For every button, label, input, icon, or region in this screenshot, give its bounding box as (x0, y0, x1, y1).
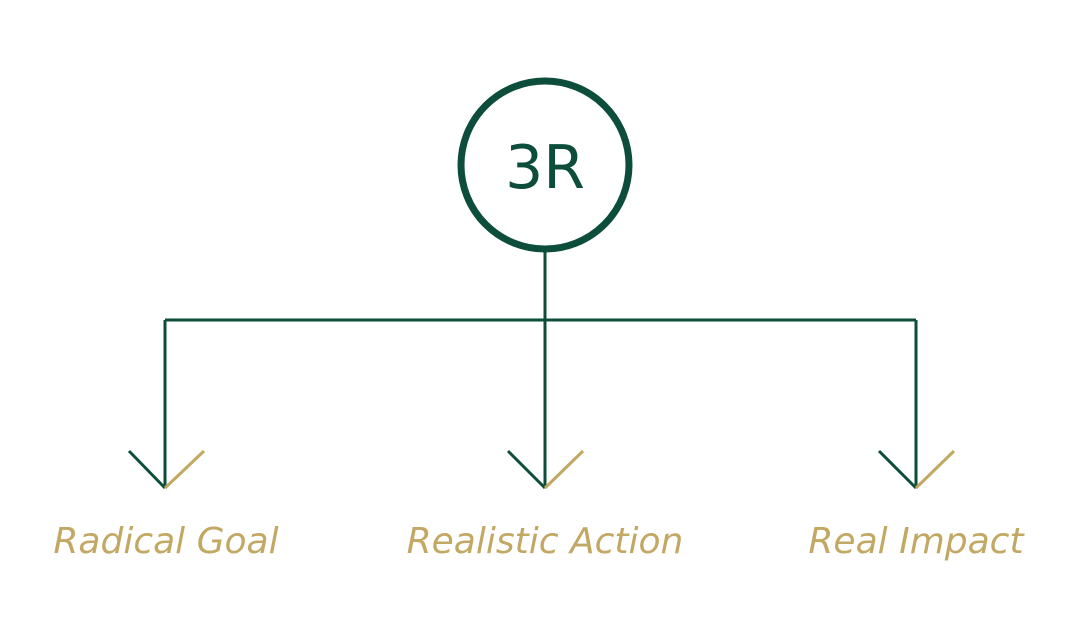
arrow-stroke-accent (914, 449, 956, 490)
arrow-stroke-primary (506, 449, 547, 490)
hub-node: 3R (457, 77, 633, 253)
arrowhead-right (877, 449, 956, 490)
arrowhead-center (506, 449, 585, 490)
arrow-stroke-primary (877, 449, 918, 490)
hub-circle (457, 77, 633, 253)
branch-label-realistic-action: Realistic Action (407, 521, 684, 562)
hub-label: 3R (505, 133, 585, 203)
arrow-stroke-accent (163, 449, 206, 490)
arrow-stroke-accent (543, 449, 585, 490)
connector-lines (163, 250, 918, 488)
arrowhead-left (127, 449, 206, 490)
arrow-stroke-primary (127, 449, 167, 490)
branch-label-radical-goal: Radical Goal (53, 521, 278, 562)
branch-label-real-impact: Real Impact (808, 521, 1025, 562)
